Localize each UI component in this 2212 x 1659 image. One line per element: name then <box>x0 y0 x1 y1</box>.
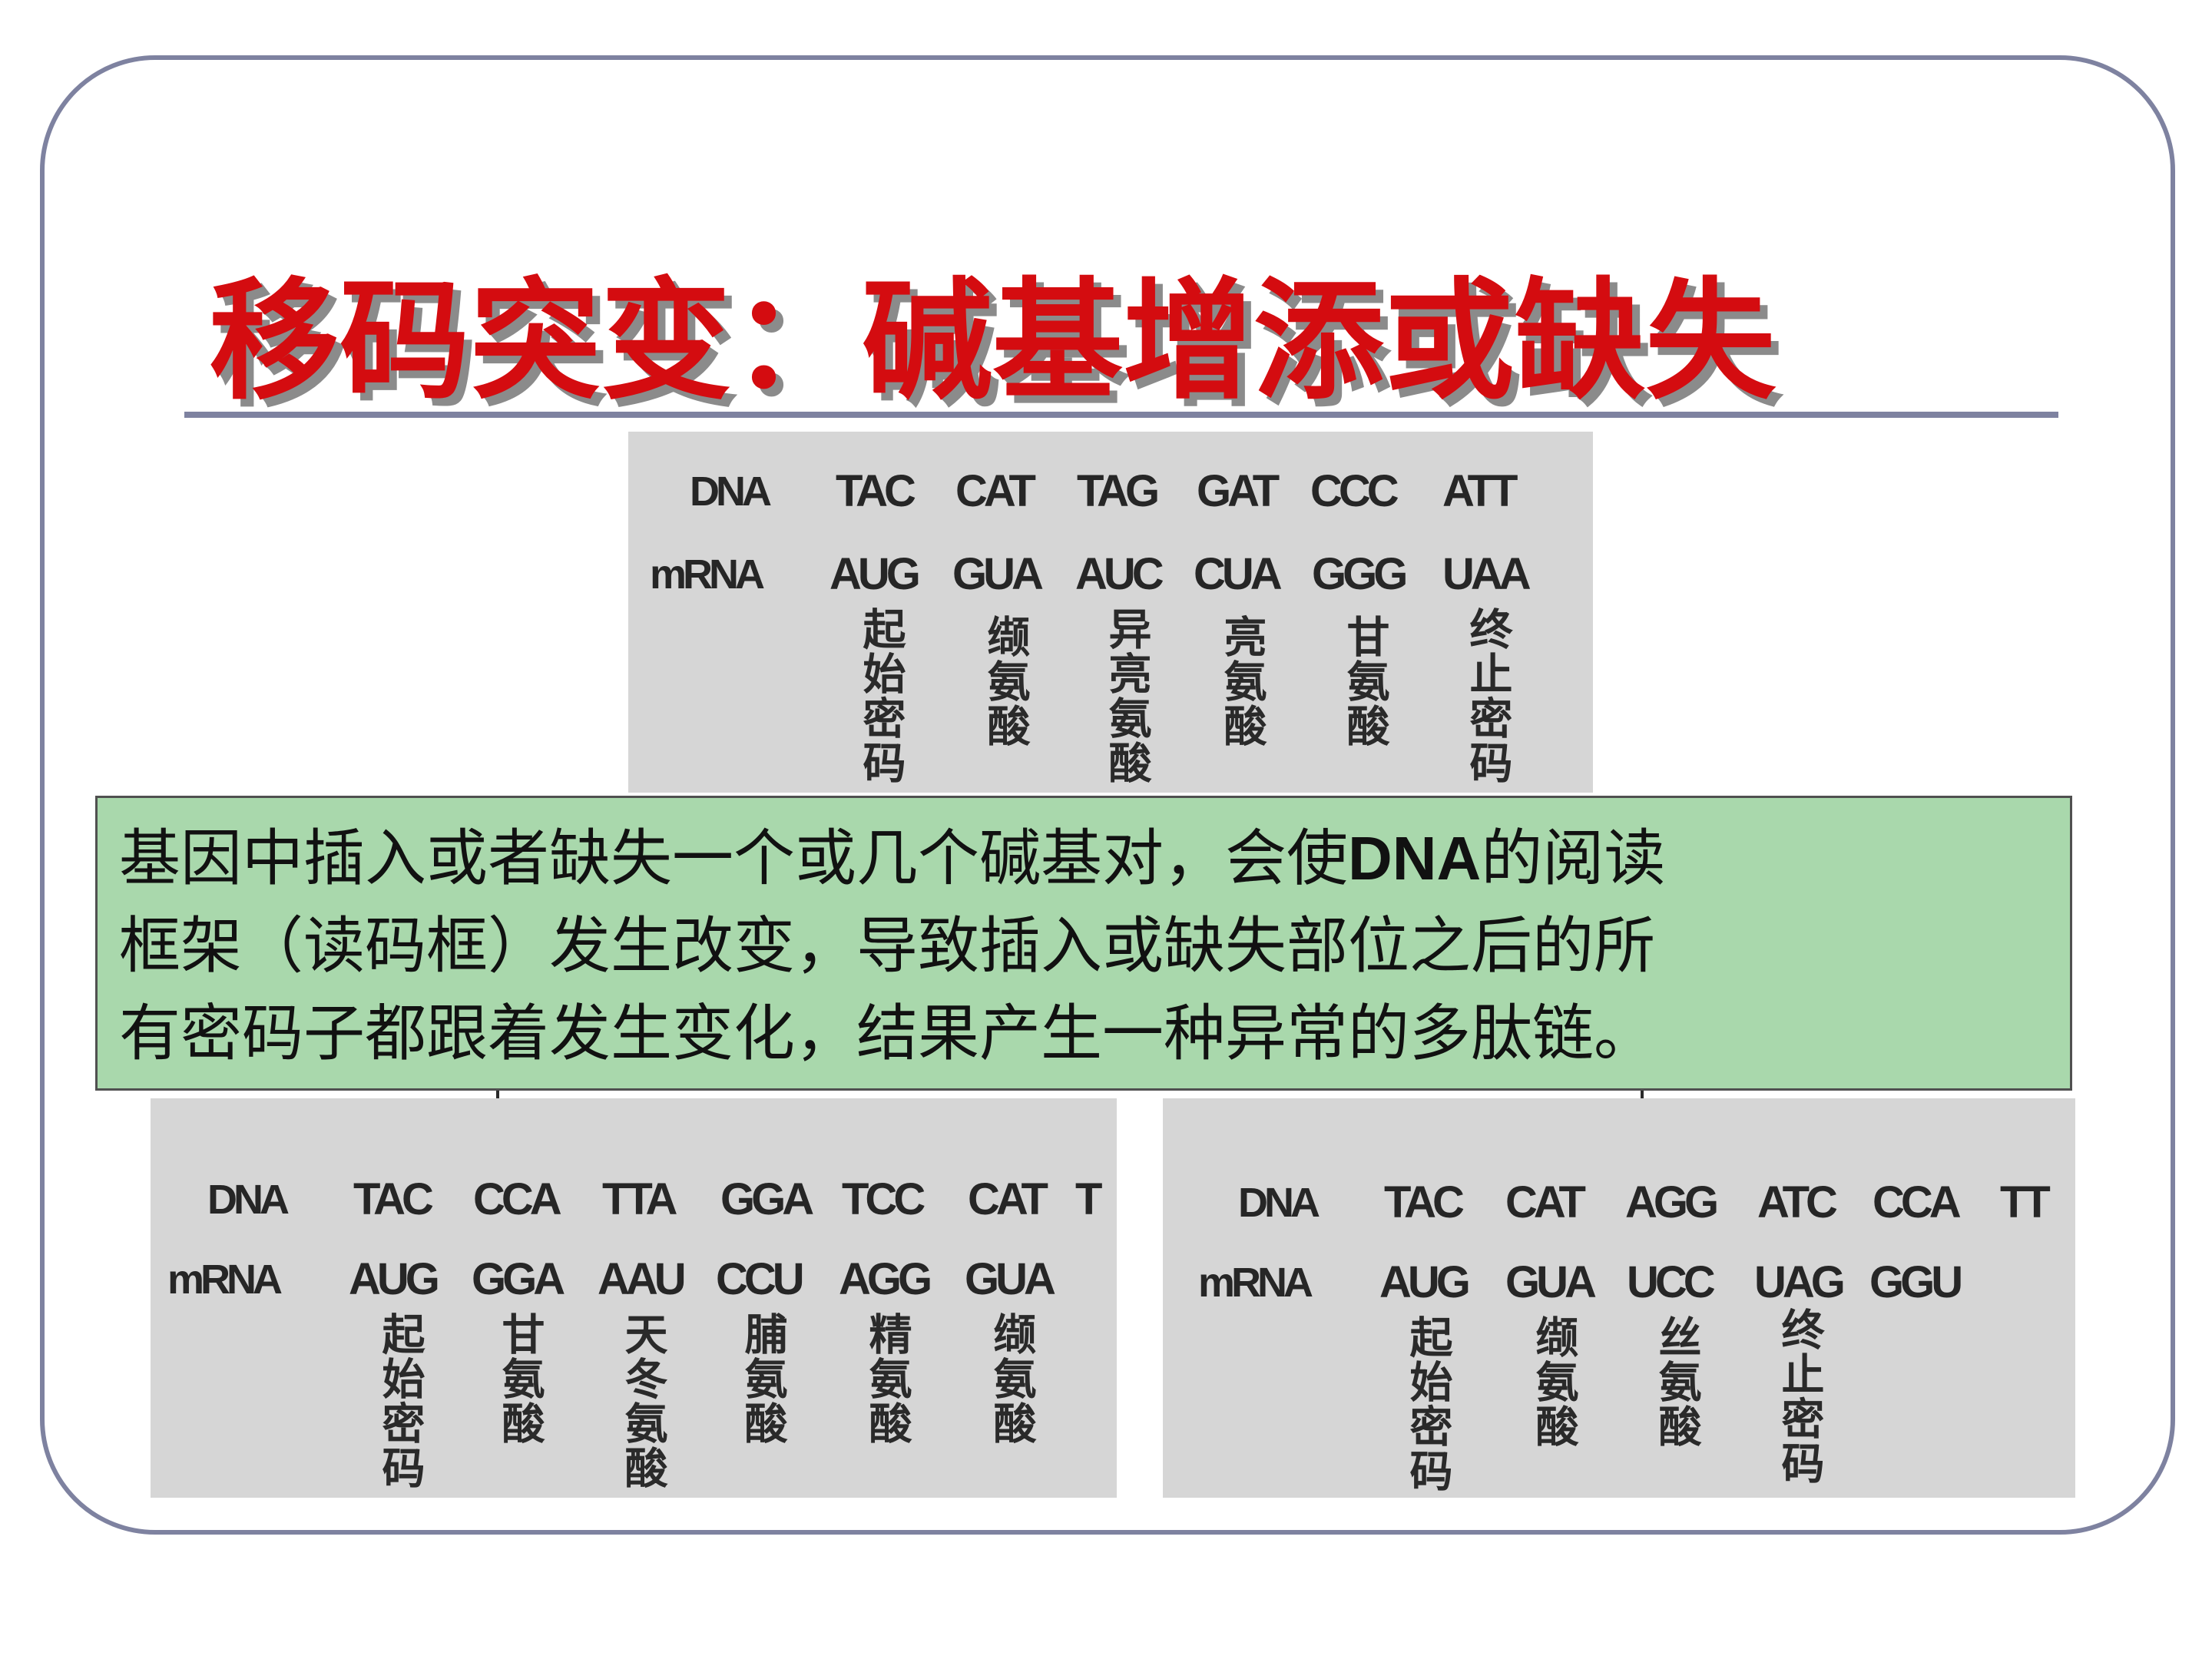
mrna-codon: UAG <box>1754 1257 1846 1307</box>
dna-codon: CAT <box>968 1174 1048 1224</box>
mrna-codon: CUA <box>1194 549 1283 599</box>
amino-acid-label: 缬氨酸 <box>1528 1315 1578 1449</box>
title-divider <box>184 412 2058 418</box>
amino-acid-label: 起始密码 <box>375 1312 425 1490</box>
dna-codon: AGG <box>1625 1177 1719 1227</box>
mrna-codon: GUA <box>965 1254 1056 1304</box>
dna-codon: ATT <box>1442 466 1518 516</box>
dna-codon: TT <box>2000 1177 2051 1227</box>
dna-codon: TTA <box>602 1174 677 1224</box>
explanation-callout: 基因中插入或者缺失一个或几个碱基对，会使DNA的阅读 框架（读码框）发生改变，导… <box>95 796 2072 1091</box>
dna-term: DNA <box>1348 824 1482 892</box>
mrna-codon: AUG <box>349 1254 440 1304</box>
codon-panel-insertion: DNA mRNA TAC CCA TTA GGA TCC CAT T AUG G… <box>151 1098 1117 1498</box>
dna-row-label: DNA <box>1238 1180 1320 1226</box>
mrna-codon: AUG <box>1379 1257 1471 1307</box>
dna-codon: CAT <box>955 466 1036 516</box>
dna-codon: CCA <box>1873 1177 1962 1227</box>
amino-acid-label: 丝氨酸 <box>1651 1315 1701 1449</box>
amino-acid-label: 缬氨酸 <box>986 1312 1036 1445</box>
amino-acid-label: 终止密码 <box>1462 607 1512 785</box>
mrna-row-label: mRNA <box>650 551 765 598</box>
mrna-codon: AUG <box>830 549 921 599</box>
dna-codon: TAG <box>1077 466 1160 516</box>
amino-acid-label: 起始密码 <box>856 607 906 785</box>
codon-panel-deletion: DNA mRNA TAC CAT AGG ATC CCA TT AUG GUA … <box>1163 1098 2075 1498</box>
dna-codon: GGA <box>720 1174 814 1224</box>
amino-acid-label: 终止密码 <box>1774 1307 1824 1485</box>
dna-codon: ATC <box>1757 1177 1838 1227</box>
amino-acid-label: 甘氨酸 <box>495 1312 545 1445</box>
mrna-codon: GGU <box>1869 1257 1963 1307</box>
mrna-row-label: mRNA <box>167 1257 283 1303</box>
mrna-codon: UCC <box>1627 1257 1716 1307</box>
amino-acid-label: 脯氨酸 <box>737 1312 787 1445</box>
slide-title: 移码突变：碱基增添或缺失 <box>209 266 1777 418</box>
mrna-codon: UAA <box>1442 549 1532 599</box>
mrna-codon: AAU <box>598 1254 687 1304</box>
dna-row-label: DNA <box>690 469 772 515</box>
callout-line-1: 基因中插入或者缺失一个或几个碱基对，会使DNA的阅读 <box>119 823 1666 894</box>
mrna-codon: GGA <box>472 1254 565 1304</box>
amino-acid-label: 起始密码 <box>1402 1315 1452 1493</box>
slide-frame <box>40 55 2175 1535</box>
mrna-codon: GGG <box>1312 549 1408 599</box>
dna-codon: CCC <box>1310 466 1399 516</box>
mrna-codon: AGG <box>839 1254 932 1304</box>
mrna-codon: GUA <box>1505 1257 1597 1307</box>
mrna-codon: GUA <box>952 549 1044 599</box>
amino-acid-label: 缬氨酸 <box>980 614 1030 748</box>
dna-codon: TAC <box>836 466 916 516</box>
callout-line-3: 有密码子都跟着发生变化，结果产生一种异常的多肽链。 <box>119 998 1655 1069</box>
dna-codon: T <box>1075 1174 1103 1224</box>
dna-row-label: DNA <box>207 1177 290 1223</box>
mrna-codon: AUC <box>1075 549 1164 599</box>
amino-acid-label: 天冬氨酸 <box>618 1312 667 1490</box>
dna-codon: TCC <box>842 1174 926 1224</box>
dna-codon: TAC <box>353 1174 434 1224</box>
amino-acid-label: 异亮氨酸 <box>1101 607 1151 785</box>
dna-codon: CAT <box>1505 1177 1586 1227</box>
amino-acid-label: 亮氨酸 <box>1217 614 1267 748</box>
codon-panel-original: DNA mRNA TAC CAT TAG GAT CCC ATT AUG GUA… <box>628 432 1593 793</box>
mrna-codon: CCU <box>716 1254 805 1304</box>
amino-acid-label: 甘氨酸 <box>1339 614 1389 748</box>
dna-codon: CCA <box>473 1174 562 1224</box>
dna-codon: TAC <box>1384 1177 1465 1227</box>
mrna-row-label: mRNA <box>1198 1260 1313 1306</box>
callout-line-2: 框架（读码框）发生改变，导致插入或缺失部位之后的所 <box>119 910 1655 982</box>
amino-acid-label: 精氨酸 <box>862 1312 912 1445</box>
dna-codon: GAT <box>1197 466 1280 516</box>
